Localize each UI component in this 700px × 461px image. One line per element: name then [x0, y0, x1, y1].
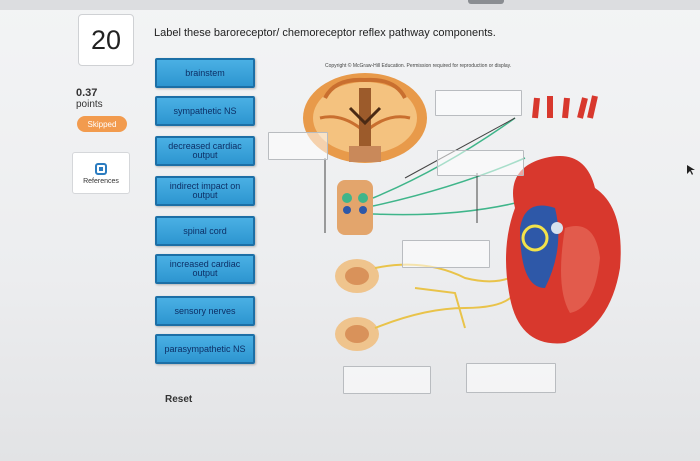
book-icon	[95, 162, 107, 175]
label-tile-6[interactable]: increased cardiac output	[155, 254, 255, 284]
drop-zone-1[interactable]	[435, 90, 522, 116]
label-tile-1[interactable]: brainstem	[155, 58, 255, 88]
brain-section	[303, 73, 427, 163]
drop-zone-5[interactable]	[343, 366, 431, 394]
drop-zone-3[interactable]	[437, 150, 524, 176]
references-label: References	[83, 177, 119, 185]
label-tile-3[interactable]: decreased cardiac output	[155, 136, 255, 166]
label-tile-4[interactable]: indirect impact on output	[155, 176, 255, 206]
heart	[506, 95, 621, 344]
spinal-cord-upper	[335, 259, 379, 293]
label-tile-8[interactable]: parasympathetic NS	[155, 334, 255, 364]
points-label: points	[76, 99, 103, 110]
label-tile-2[interactable]: sympathetic NS	[155, 96, 255, 126]
copyright-text: Copyright © McGraw-Hill Education. Permi…	[325, 63, 512, 69]
top-bar	[0, 0, 700, 10]
drop-zone-2[interactable]	[268, 132, 328, 160]
label-tile-5[interactable]: spinal cord	[155, 216, 255, 246]
top-pill	[468, 0, 504, 4]
references-button[interactable]: References	[72, 152, 130, 194]
question-prompt: Label these baroreceptor/ chemoreceptor …	[154, 27, 496, 39]
question-number: 20	[78, 14, 134, 66]
mouse-cursor-icon	[687, 165, 695, 175]
brainstem-section	[337, 180, 373, 235]
drop-zone-4[interactable]	[402, 240, 490, 268]
question-sidebar: 20 0.37 points Skipped References	[0, 0, 140, 461]
points-info: 0.37 points	[76, 87, 103, 111]
points-value: 0.37	[76, 87, 98, 99]
label-tile-7[interactable]: sensory nerves	[155, 296, 255, 326]
drop-zone-6[interactable]	[466, 363, 556, 393]
reset-button[interactable]: Reset	[165, 394, 193, 405]
reflex-pathway-diagram	[303, 73, 621, 351]
status-badge: Skipped	[77, 116, 127, 132]
spinal-cord-lower	[335, 317, 379, 351]
